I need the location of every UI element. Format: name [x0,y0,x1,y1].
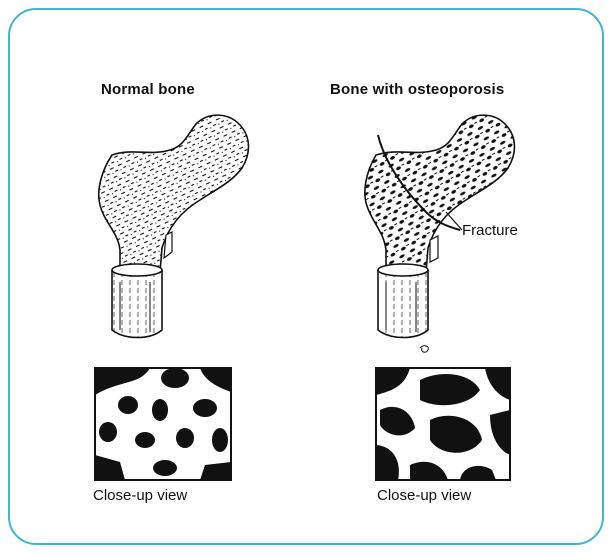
osteoporosis-closeup-caption: Close-up view [377,487,471,504]
fracture-label: Fracture [462,222,518,239]
normal-closeup-caption: Close-up view [93,487,187,504]
normal-closeup-view [95,368,231,480]
osteoporosis-closeup-view [376,368,510,480]
normal-femur [99,115,249,337]
